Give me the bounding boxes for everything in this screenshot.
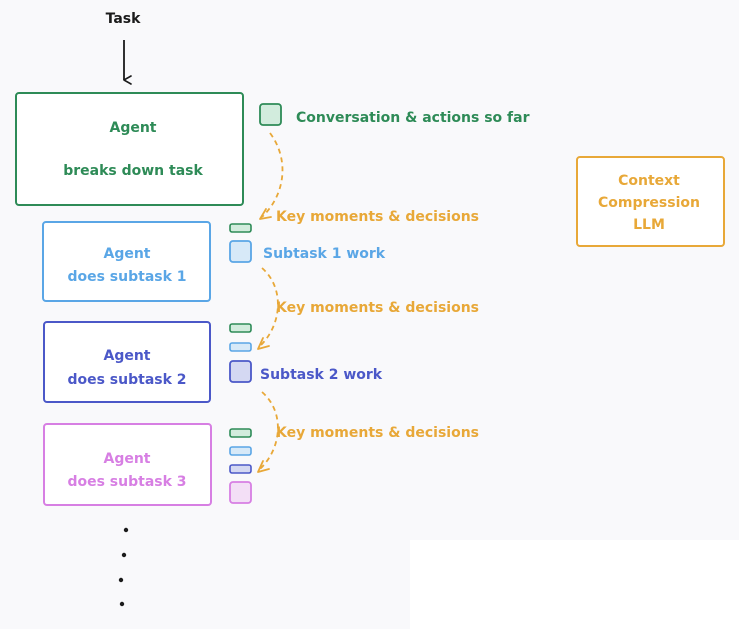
compression-arrow-1 — [261, 132, 284, 218]
summary-token-blue-2 — [229, 342, 252, 352]
context-line3: LLM — [633, 217, 665, 233]
summary-token-green-1 — [229, 223, 252, 233]
subtask-1-work-label: Subtask 1 work — [263, 246, 386, 262]
summary-token-green-2 — [229, 323, 252, 333]
conversation-label: Conversation & actions so far — [296, 110, 530, 126]
task-label: Task — [106, 11, 142, 27]
key-moments-label-1: Key moments & decisions — [276, 209, 479, 225]
subagent-1-subtitle: does subtask 1 — [67, 269, 186, 285]
key-moments-label-2: Key moments & decisions — [276, 300, 479, 316]
compression-arrowhead-1 — [259, 208, 272, 220]
subagent-3-title: Agent — [103, 451, 150, 467]
background-patch — [410, 540, 739, 629]
subtask-1-work-token — [229, 240, 252, 263]
context-compression-box: Context Compression LLM — [576, 156, 725, 247]
compression-arrowhead-2 — [257, 337, 270, 350]
conversation-token — [259, 103, 282, 126]
subagent-2-subtitle: does subtask 2 — [67, 372, 186, 388]
context-line1: Context — [618, 173, 680, 189]
subagent-box-2: Agent does subtask 2 — [43, 321, 211, 403]
main-agent-box: Agent breaks down task — [15, 92, 244, 206]
key-moments-label-3: Key moments & decisions — [276, 425, 479, 441]
main-agent-title: Agent — [109, 120, 156, 136]
compression-arrowhead-3 — [257, 460, 270, 473]
subtask-3-work-token — [229, 481, 252, 504]
subagent-3-subtitle: does subtask 3 — [67, 474, 186, 490]
continuation-dots — [118, 527, 129, 607]
summary-token-blue-3 — [229, 446, 252, 456]
subagent-1-title: Agent — [103, 246, 150, 262]
subtask-2-work-token — [229, 360, 252, 383]
summary-token-green-3 — [229, 428, 252, 438]
context-line2: Compression — [598, 195, 700, 211]
subagent-2-title: Agent — [103, 348, 150, 364]
summary-token-indigo-3 — [229, 464, 252, 474]
subagent-box-1: Agent does subtask 1 — [42, 221, 211, 302]
subtask-2-work-label: Subtask 2 work — [260, 367, 383, 383]
main-agent-subtitle: breaks down task — [63, 163, 203, 179]
subagent-box-3: Agent does subtask 3 — [43, 423, 212, 506]
